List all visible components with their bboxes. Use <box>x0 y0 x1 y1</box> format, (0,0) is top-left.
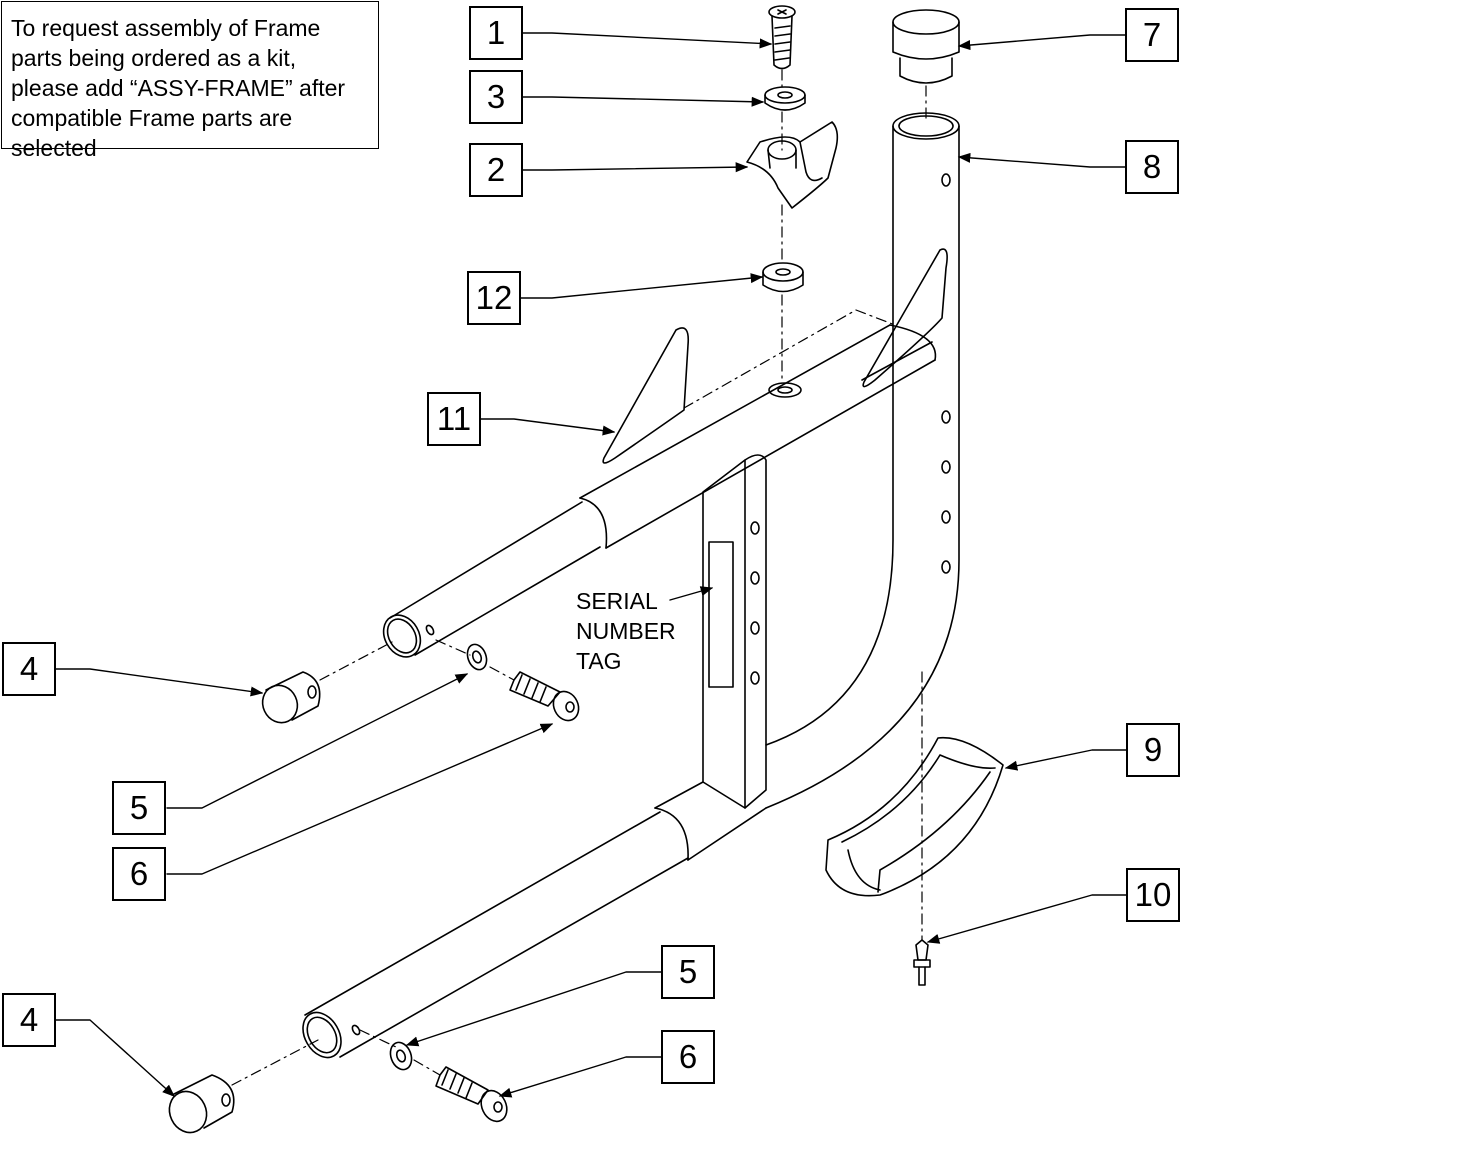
callout-1: 1 <box>469 6 523 60</box>
leader-lines <box>55 32 1127 1098</box>
callout-7: 7 <box>1125 8 1179 62</box>
lower-inner-tube <box>302 811 689 1059</box>
serial-number-tag-label: SERIAL NUMBER TAG <box>576 588 676 674</box>
assembly-note: To request assembly of Frame parts being… <box>1 1 379 161</box>
part-4-end-cap-lower <box>168 1074 235 1134</box>
callout-10: 10 <box>1126 868 1180 922</box>
part-1-screw <box>768 5 796 70</box>
part-6-bolt-upper <box>509 671 580 722</box>
callout-6-upper: 6 <box>112 847 166 901</box>
part-12-spacer <box>762 262 804 293</box>
part-6-bolt-lower <box>435 1066 508 1123</box>
part-10-pin <box>913 939 931 986</box>
callout-2: 2 <box>469 143 523 197</box>
part-7-tube-cap <box>892 9 960 84</box>
part-8-frame-tube <box>765 112 960 809</box>
part-5-washer-lower <box>389 1041 413 1071</box>
connector-plate <box>702 454 767 809</box>
lower-rail <box>654 781 767 861</box>
callout-3: 3 <box>469 70 523 124</box>
part-9-footplate <box>825 736 1004 897</box>
callout-6-lower: 6 <box>661 1030 715 1084</box>
callout-4-lower: 4 <box>2 993 56 1047</box>
callout-12: 12 <box>467 271 521 325</box>
callout-4-upper: 4 <box>2 642 56 696</box>
upper-inner-tube <box>382 501 601 658</box>
part-5-washer-upper <box>466 643 488 671</box>
callout-11: 11 <box>427 392 481 446</box>
part-11-guard <box>602 248 948 464</box>
callout-5-lower: 5 <box>661 945 715 999</box>
part-4-end-cap-upper <box>261 671 321 724</box>
callout-5-upper: 5 <box>112 781 166 835</box>
upper-rail <box>579 324 937 549</box>
callout-9: 9 <box>1126 723 1180 777</box>
part-2-clamp <box>746 121 839 209</box>
callout-8: 8 <box>1125 140 1179 194</box>
part-3-washer <box>764 86 806 111</box>
assembly-axis-lines <box>231 69 927 1086</box>
